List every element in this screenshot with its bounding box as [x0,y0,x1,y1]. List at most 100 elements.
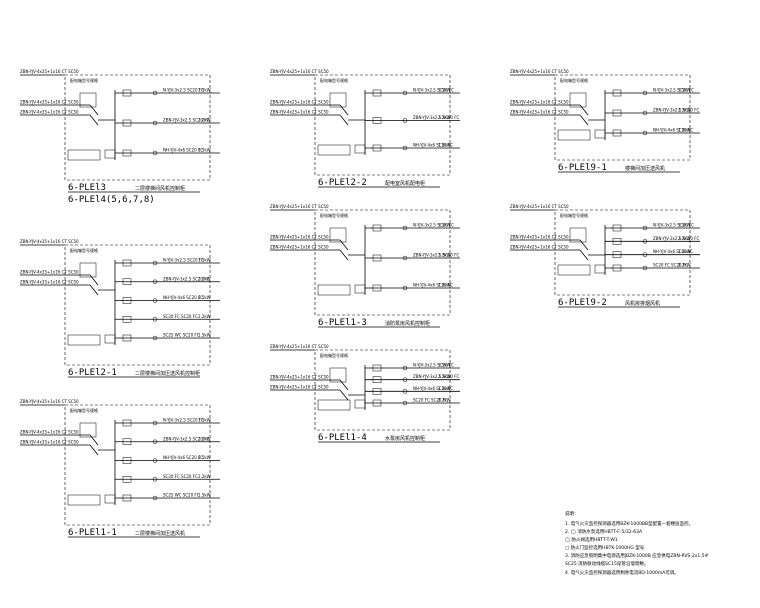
branch-label: NH-YJV-4x6 SC20 FC [413,143,453,148]
branch-breaker [122,278,132,285]
note-line-2: 2. ◯ 消防水泵选用HBTT-F-5/32-63A [565,528,643,535]
cabinet-enclosure [314,74,451,176]
diagram-caption: 消防泵房风机控制柜 [385,320,430,327]
branch-label: ZBN-YJV-3x2.5 SC20 FC [163,118,210,123]
switch-contact [339,239,349,251]
branch-power: 2.2kW [438,398,451,403]
cabinet-enclosure [64,74,211,181]
branch-breaker [612,251,622,258]
cabinet-header: 配电箱型号规格 [70,247,98,253]
contactor-symbol [152,279,158,284]
switch-contact [579,104,589,116]
branch-breaker [122,457,132,464]
schematic-6-PLE1-3: ZBN-YJV-4x25+1x16 CT SC50配电箱型号规格ZBN-YJV-… [270,204,460,328]
control-module [317,399,351,411]
branch-breaker [612,264,622,272]
branch-power: 2.2kW [198,118,211,123]
control-module [317,284,351,296]
note-line-6: SC25 消防联动线缆SC15穿管沿墙暗敷。 [565,560,648,567]
feeder-label: ZBN-YJV-4x25+1x16 CT SC50 [270,110,329,115]
branch-breaker [122,119,132,127]
contactor-symbol [402,118,408,123]
branch-breaker [122,419,132,427]
contactor-symbol [152,335,158,341]
feeder-label: ZBN-YJV-4x25+1x16 CT SC50 [270,245,329,250]
cabinet-enclosure [314,209,451,316]
diagram-caption: 配电室风机配电柜 [385,180,425,187]
branch-breaker [122,334,132,342]
schematic-6-PLE12-2: ZBN-YJV-4x25+1x16 CT SC50配电箱型号规格ZBN-YJV-… [270,69,460,188]
branch-label: N-YJV-3x2.5 SC20 FC [163,88,204,93]
feeder-label: ZBN-YJV-4x35+1x16 CT SC50 [20,270,79,275]
contactor-symbol [642,130,648,136]
contactor-symbol [642,252,648,257]
branch-power: 1.5kW [438,88,451,93]
branch-label: N-YJV-3x2.5 SC20 FC [653,223,694,228]
branch-power: 1.5kW [198,88,211,93]
breaker-box [569,92,587,108]
breaker-box [79,262,97,278]
contactor-symbol [152,298,158,303]
cabinet-header: 配电箱型号规格 [560,212,588,218]
contactor-symbol [402,377,408,382]
branch-power: 2.2kW [198,474,211,479]
branch-power: 1.5kW [198,333,211,338]
branch-label: SC20 FC SC20 FC [653,263,688,268]
pe-terminal [104,149,116,159]
diagram-title: 6-PLEl2-1 [68,368,117,378]
branch-power: 1.5kW [198,418,211,423]
branch-power: 2.2kW [678,236,691,241]
notes-block: 说明： 1. 电气火灾监控探测器选用BZK-1000BB型配置一套楼层监控。 2… [565,510,709,576]
branch-breaker [372,89,382,97]
note-line-5: 3. 消防应急照明集中电源选用JBZK-1000B 应急供电ZBN-RVS-2x… [565,552,709,559]
pe-terminal [104,334,116,344]
contactor-symbol [152,90,158,96]
switch-contact [339,249,349,261]
branch-power: 1.5kW [198,258,211,263]
branch-label: N-YJV-3x2.5 SC20 FC [163,418,204,423]
contactor-symbol [642,90,648,96]
note-line-7: 4. 电气火灾监控探测器选用剩余电流BD-1000mA可调。 [565,569,679,576]
schematic-6-PLE19-1: ZBN-YJV-4x25+1x16 CT SC50配电箱型号规格ZBN-YJV-… [510,69,700,173]
branch-label: NH-YJV-4x6 SC20 FC [163,295,203,300]
control-module [557,264,591,276]
contactor-symbol [402,285,408,291]
branch-breaker [612,224,622,232]
branch-label: ZBN-YJV-3x2.5 SC20 FC [413,374,460,379]
cabinet-header: 配电箱型号规格 [320,352,348,358]
cabinet-enclosure [64,404,211,526]
notes-heading: 说明： [565,510,579,517]
switch-contact [339,114,349,126]
branch-label: N-YJV-3x2.5 SC20 FC [413,223,454,228]
contactor-symbol [402,225,408,231]
branch-power: 2.2kW [438,115,451,120]
switch-contact [339,104,349,116]
branch-breaker [372,284,382,292]
diagram-title: 6-PLEl1-1 [68,528,117,538]
feeder-label: ZBN-YJV-4x25+1x16 CT SC50 [510,235,569,240]
feed-cable-label: ZBN-YJV-4x35+1x16 CT SC50 [20,69,79,74]
breaker-box [329,92,347,108]
contactor-symbol [402,145,408,151]
branch-power: 2.2kW [438,374,451,379]
branch-label: ZBN-YJV-3x2.5 SC20 FC [653,108,700,113]
branch-breaker [122,476,132,483]
branch-power: 1.5kW [198,295,211,300]
cabinet-header: 配电箱型号规格 [70,77,98,83]
branch-power: 2.2kW [438,253,451,258]
breaker-box [79,422,97,438]
branch-breaker [122,297,132,304]
breaker-box [329,367,347,383]
feed-cable-label: ZBN-YJV-4x25+1x16 CT SC50 [510,69,569,74]
control-module [67,149,101,161]
feed-cable-label: ZBN-YJV-4x25+1x16 CT SC50 [510,204,569,209]
note-line-1: 1. 电气火灾监控探测器选用BZK-1000BB型配置一套楼层监控。 [565,520,693,527]
branch-breaker [122,149,132,157]
cabinet-header: 配电箱型号规格 [320,77,348,83]
branch-label: ZBN-YJV-3x2.5 SC20 FC [163,276,210,281]
branch-breaker [372,364,382,372]
branch-power: 1.5kW [438,363,451,368]
contactor-symbol [642,110,648,116]
cabinet-enclosure [64,244,211,366]
breaker-box [329,227,347,243]
